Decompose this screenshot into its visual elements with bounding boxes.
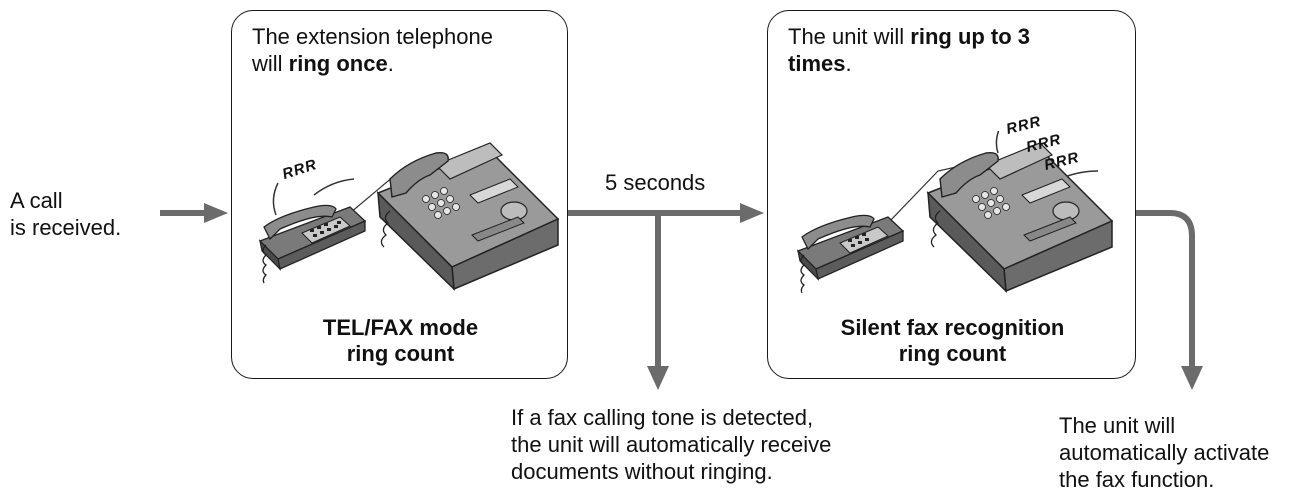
tel-fax-mode-box: The extension telephone will ring once. [231,10,568,379]
box2-title-line2: ring count [898,341,1007,367]
box2-title: Silent fax recognition ring count [768,315,1137,368]
box1-title-line1: TEL/FAX mode [322,315,479,340]
fax-function-outcome-text: The unit will automatically activate the… [1059,413,1269,493]
fax-tone-line1: If a fax calling tone is detected, [511,405,814,430]
box2-title-line1: Silent fax recognition [840,315,1065,340]
silent-fax-recognition-box: The unit will ring up to 3 times. [767,10,1136,379]
fax-function-line3: the fax function. [1059,466,1215,492]
call-line2: is received. [10,214,122,240]
arrow-branch-fax-tone [647,213,669,390]
five-seconds-label: 5 seconds [605,170,706,195]
box1-description: The extension telephone will ring once. [252,23,493,78]
call-line1: A call [10,188,63,213]
fax-machine-icon [376,142,560,291]
arrow-box1-to-box2 [568,203,764,223]
call-received-label: A call is received. [10,188,121,242]
box2-desc-line2: times. [788,51,852,77]
unit-ringing-illustration [796,131,1114,294]
fax-tone-line2: the unit will automatically receive [511,431,832,457]
fax-function-line1: The unit will [1059,413,1176,438]
fax-tone-line3: documents without ringing. [511,458,773,484]
box1-title: TEL/FAX mode ring count [232,315,569,368]
extension-telephone-icon [258,204,367,284]
extension-phone-and-fax-illustration [258,142,560,291]
arrow-call-to-box1 [160,203,228,223]
fax-function-line2: automatically activate [1059,439,1270,465]
box1-desc-line1: The extension telephone [252,24,493,49]
box1-desc-line2: will ring once. [252,51,394,77]
box2-desc-line1: The unit will ring up to 3 [788,24,1031,49]
fax-machine-icon-2 [926,142,1114,293]
arrow-box2-to-fax-function [1136,210,1203,390]
fax-tone-outcome-text: If a fax calling tone is detected, the u… [511,405,831,485]
box1-title-line2: ring count [346,341,455,367]
box2-description: The unit will ring up to 3 times. [788,23,1030,78]
extension-telephone-icon-2 [796,214,905,294]
